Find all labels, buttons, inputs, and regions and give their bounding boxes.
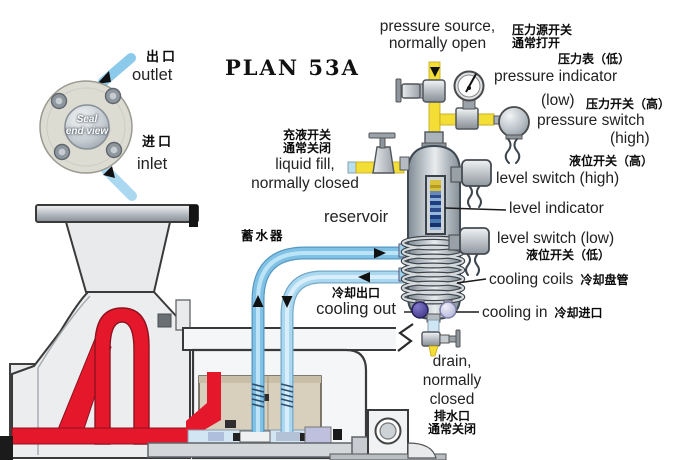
flange-gasket xyxy=(189,205,198,227)
pump-cross-section xyxy=(0,204,209,460)
pipe-break-icon xyxy=(397,323,414,352)
liquid-fill-label-zh: 充液开关通常关闭 xyxy=(282,128,331,155)
bracket-arm xyxy=(182,327,406,351)
cooling-coils-leader xyxy=(456,278,487,284)
flow-right-arrow-icon xyxy=(374,248,386,259)
level-switch-low-label: level switch (low) xyxy=(497,230,615,247)
cooling-out-label: 冷却出口 cooling out xyxy=(316,286,396,318)
drain-drip xyxy=(428,345,439,357)
reservoir-label: reservoir xyxy=(324,208,389,226)
source-valve-elbow xyxy=(422,79,446,103)
discharge-neck xyxy=(64,221,172,293)
reservoir-vessel xyxy=(398,131,466,357)
level-switch-high-label-zh: 液位开关（高） xyxy=(569,154,654,168)
cooling-coils-graphic xyxy=(400,235,466,305)
diagram-title: PLAN 53A xyxy=(225,55,360,80)
level-indicator-label: level indicator xyxy=(509,200,604,217)
pressure-switch-wires xyxy=(504,138,521,164)
gauge-tee xyxy=(455,107,479,130)
level-indicator-glass xyxy=(425,175,446,235)
drain-valve xyxy=(421,313,461,357)
callout-lines xyxy=(404,207,507,313)
shaft-end xyxy=(0,436,13,460)
level-switch-high-device xyxy=(450,159,492,208)
inlet-flow-arrow-icon xyxy=(103,166,115,178)
supply-flow-arrow-icon xyxy=(430,67,440,77)
source-valve-body xyxy=(401,83,421,99)
fill-port xyxy=(399,156,410,171)
flow-up-arrow-icon xyxy=(252,295,264,307)
cooling-in-label: cooling in 冷却进口 xyxy=(482,304,603,321)
level-switch-low-label-zh: 液位开关（低） xyxy=(526,248,611,262)
pressure-switch-label-zh: 压力开关（高） xyxy=(586,97,671,111)
pressure-indicator-label-zh: 压力表（低） xyxy=(558,52,631,66)
inlet-label-en: inlet xyxy=(137,155,168,173)
process-fluid xyxy=(11,307,209,445)
level-indicator-leader xyxy=(444,207,507,211)
pressure-switch-device xyxy=(498,106,530,138)
fill-valve-handle xyxy=(368,132,396,139)
seal-face xyxy=(64,104,110,150)
cooling-in-port xyxy=(439,301,457,319)
outlet-label-en: outlet xyxy=(132,66,173,84)
flow-down-arrow-icon xyxy=(281,296,293,308)
seal-bolts xyxy=(50,87,123,161)
outlet-flow-arrow-icon xyxy=(97,71,111,84)
discharge-flange xyxy=(35,204,199,223)
pressure-switch-high-label: (high) xyxy=(610,130,650,147)
seal-flush-passage xyxy=(207,372,221,410)
inlet-label-zh: 进口 xyxy=(142,134,175,149)
pressure-indicator-label: pressure indicator xyxy=(494,68,618,85)
level-switch-high-label: level switch (high) xyxy=(496,170,620,187)
pressure-indicator-low-label: (low) xyxy=(541,92,575,109)
liquid-fill-label: liquid fill,normally closed xyxy=(251,156,359,192)
liquid-fill-valve xyxy=(347,132,405,174)
pressure-source-label-zh: 压力源开关通常打开 xyxy=(512,23,573,50)
pipe-coil-hatch xyxy=(251,383,294,408)
reservoir-label-zh: 蓄水器 xyxy=(241,229,285,243)
source-valve-handle xyxy=(395,78,402,103)
pressure-source-label: pressure source,normally open xyxy=(379,18,496,53)
outlet-label-zh: 出口 xyxy=(146,49,179,64)
barrier-fluid-pipes xyxy=(251,246,404,432)
level-switch-low-device xyxy=(448,227,490,276)
drain-label: drain, normally closed 排水口 通常关闭 xyxy=(422,353,482,436)
cooling-coils-label: cooling coils 冷却盘管 xyxy=(489,271,629,288)
cooling-out-port xyxy=(411,301,429,319)
pressure-switch-label: pressure switch xyxy=(537,112,645,129)
seal-end-view xyxy=(39,53,137,201)
flow-left-arrow-icon xyxy=(358,272,370,283)
pump-shaft xyxy=(147,409,447,460)
drain-valve-handle xyxy=(455,329,461,348)
fill-valve-body xyxy=(372,146,395,174)
